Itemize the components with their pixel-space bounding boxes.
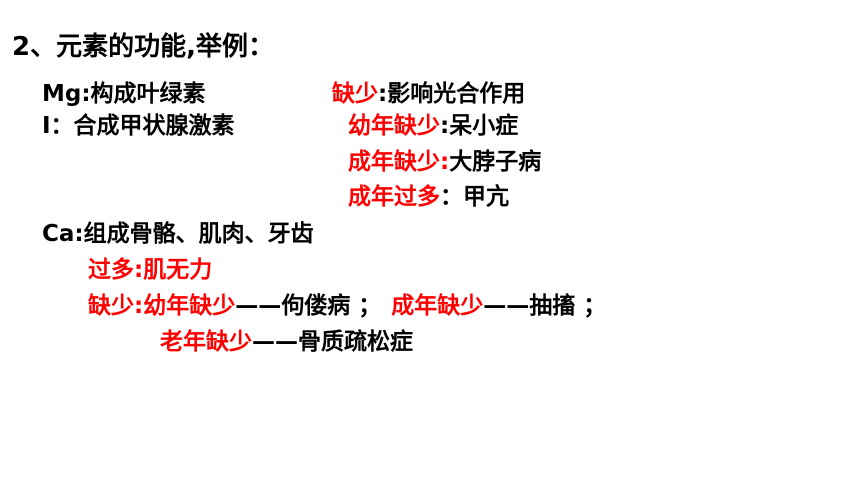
iodine-adult-excess-effect: ：甲亢: [440, 184, 509, 210]
ca-lack-prefix: 缺少:: [88, 293, 144, 319]
ca-excess-line: 过多:肌无力: [88, 255, 212, 285]
ca-old-lack-label: 老年缺少: [160, 329, 252, 355]
iodine-adult-lack-effect: 大脖子病: [449, 149, 542, 175]
ca-child-lack-label: 幼年缺少: [143, 293, 236, 319]
ca-child-lack-effect: ——佝偻病 ；: [235, 293, 382, 319]
ca-adult-lack-label: 成年缺少: [391, 293, 484, 319]
mg-lack-label: 缺少: [332, 81, 378, 107]
ca-old-lack-line: 老年缺少——骨质疏松症: [160, 327, 413, 357]
ca-old-lack-effect: ——骨质疏松症: [252, 329, 413, 355]
ca-lack-line: 缺少:幼年缺少——佝偻病 ； 成年缺少——抽搐 ；: [88, 291, 606, 321]
iodine-adult-lack-line: 成年缺少:大脖子病: [348, 147, 541, 177]
iodine-label: I：合成甲状腺激素: [42, 113, 235, 139]
iodine-adult-lack-label: 成年缺少:: [348, 149, 450, 175]
mg-lack-effect: :影响光合作用: [378, 81, 526, 107]
mg-label: Mg:构成叶绿素: [42, 81, 206, 107]
mg-lack-line: 缺少:影响光合作用: [332, 79, 525, 109]
ca-excess: 过多:肌无力: [88, 257, 213, 283]
ca-adult-lack-effect: ——抽搐 ；: [483, 293, 607, 319]
ca-line: Ca:组成骨骼、肌肉、牙齿: [42, 219, 314, 249]
iodine-child-lack-effect: :呆小症: [440, 113, 519, 139]
iodine-child-lack-line: 幼年缺少:呆小症: [348, 111, 518, 141]
iodine-child-lack-label: 幼年缺少: [348, 113, 440, 139]
page-title: 2、元素的功能,举例：: [12, 30, 274, 64]
iodine-adult-excess-line: 成年过多：甲亢: [348, 182, 509, 212]
mg-line: Mg:构成叶绿素: [42, 79, 206, 109]
iodine-adult-excess-label: 成年过多: [348, 184, 440, 210]
iodine-line: I：合成甲状腺激素: [42, 111, 235, 141]
ca-label: Ca:组成骨骼、肌肉、牙齿: [42, 221, 314, 247]
title-text: 2、元素的功能,举例：: [12, 32, 274, 62]
